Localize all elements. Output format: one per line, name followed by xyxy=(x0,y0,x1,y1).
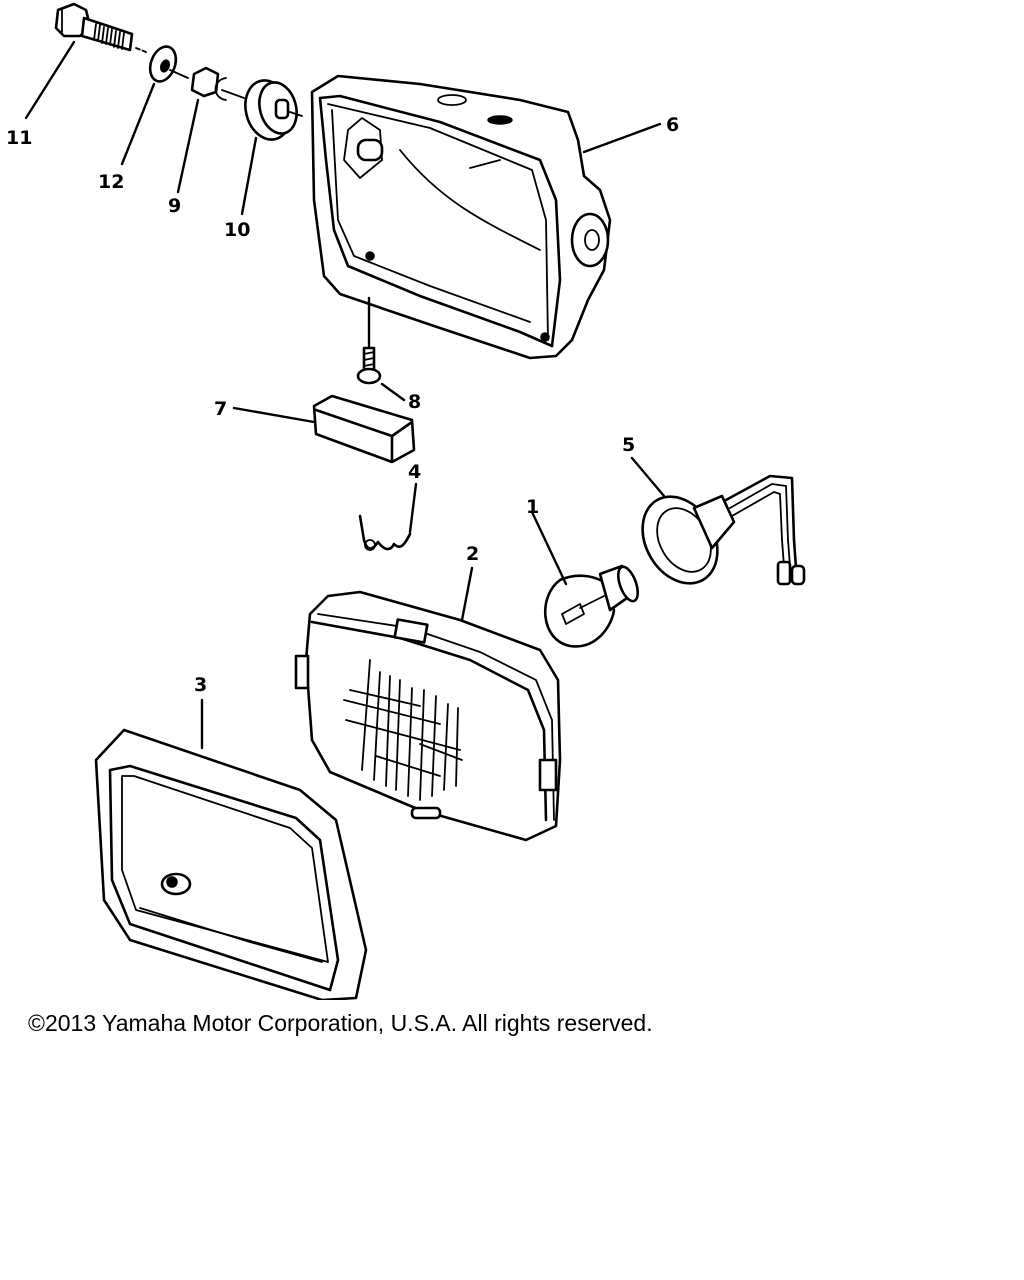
callout-4: 4 xyxy=(408,461,421,483)
callout-12: 12 xyxy=(98,171,124,193)
grommet-part-10 xyxy=(244,79,303,141)
leader-10 xyxy=(240,136,258,216)
rim-part-3 xyxy=(94,728,368,1000)
leader-2 xyxy=(460,566,474,622)
leader-7 xyxy=(232,406,316,424)
leader-11 xyxy=(24,40,76,120)
callout-5: 5 xyxy=(622,434,635,456)
washer-part-12 xyxy=(148,45,189,83)
bulb-part-1 xyxy=(543,564,640,648)
callout-3: 3 xyxy=(194,674,207,696)
callout-8: 8 xyxy=(408,391,421,413)
headlight-body-part-6 xyxy=(310,74,612,360)
spring-part-4 xyxy=(358,514,412,551)
leader-lines xyxy=(24,40,666,750)
leader-6 xyxy=(582,122,662,154)
exploded-parts-diagram: 11 12 9 10 6 8 7 4 1 5 2 3 xyxy=(6,2,806,1000)
bolt-part-11 xyxy=(54,2,147,53)
leader-1 xyxy=(530,510,568,586)
callout-6: 6 xyxy=(666,114,679,136)
leader-4 xyxy=(408,482,418,534)
damper-part-7 xyxy=(312,394,416,464)
callout-10: 10 xyxy=(224,219,250,241)
callout-7: 7 xyxy=(214,398,227,420)
callout-9: 9 xyxy=(168,195,181,217)
leader-12 xyxy=(120,82,156,166)
screw-part-8 xyxy=(356,296,382,385)
callout-numbers: 11 12 9 10 6 8 7 4 1 5 2 3 xyxy=(6,114,679,696)
callout-11: 11 xyxy=(6,127,32,149)
callout-2: 2 xyxy=(466,543,479,565)
callout-1: 1 xyxy=(526,496,539,518)
leader-8 xyxy=(380,382,406,402)
collar-part-9 xyxy=(190,66,245,101)
copyright-notice: ©2013 Yamaha Motor Corporation, U.S.A. A… xyxy=(28,1010,653,1036)
lens-unit-part-2 xyxy=(294,590,562,842)
socket-part-5 xyxy=(641,474,806,586)
leader-9 xyxy=(176,98,200,194)
leader-5 xyxy=(630,456,666,498)
